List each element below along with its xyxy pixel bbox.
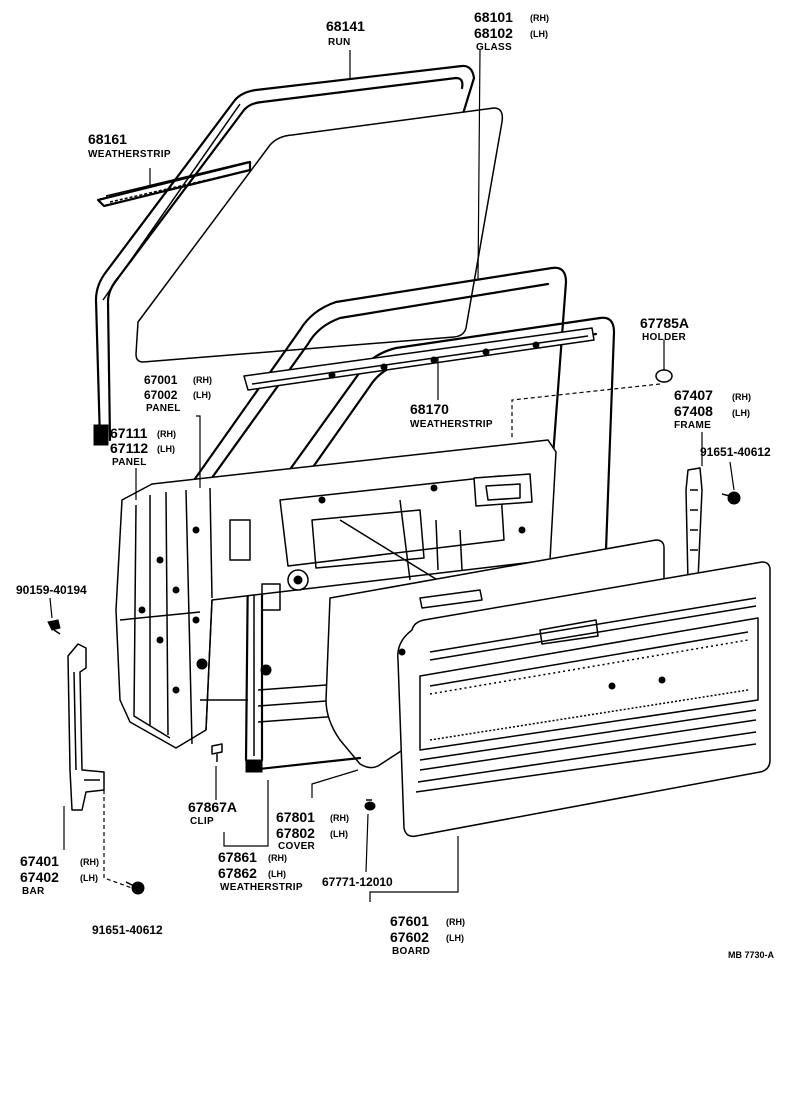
- inner-belt-weatherstrip-drawing: [243, 327, 595, 391]
- label-67407-frame: 67407 (RH) 67408 (LH) FRAME: [674, 387, 751, 431]
- part-number: 68101: [474, 9, 513, 25]
- part-number: 91651-40612: [700, 445, 771, 459]
- label-67111-panel: 67111 (RH) 67112 (LH) PANEL: [110, 425, 176, 468]
- side-lh: (LH): [530, 29, 548, 39]
- side-rh: (RH): [193, 375, 212, 385]
- leader-lines: [49, 49, 735, 902]
- part-number: 67801: [276, 809, 315, 825]
- part-name: PANEL: [146, 403, 181, 414]
- part-number: 68161: [88, 131, 127, 147]
- part-name: FRAME: [674, 420, 711, 431]
- side-rh: (RH): [530, 13, 549, 23]
- part-number: 67771-12010: [322, 875, 393, 889]
- label-67867A-clip: 67867A CLIP: [188, 799, 237, 827]
- door-bar-drawing: [67, 643, 105, 811]
- run-end-cap: [93, 424, 109, 446]
- part-number: 67402: [20, 869, 59, 885]
- outer-door-panel-drawing: [115, 439, 557, 749]
- bolt-lower-drawing: [125, 881, 145, 895]
- side-rh: (RH): [80, 857, 99, 867]
- holder-leader: [511, 383, 661, 438]
- side-rh: (RH): [732, 392, 751, 402]
- part-name: CLIP: [190, 816, 214, 827]
- side-lh: (LH): [330, 829, 348, 839]
- screw-drawing: [364, 799, 376, 811]
- bolt-upper-drawing: [721, 491, 741, 505]
- label-90159-40194: 90159-40194: [16, 583, 87, 597]
- label-91651-40612-lower: 91651-40612: [92, 923, 163, 937]
- holder-drawing: [655, 369, 673, 383]
- part-number: 67401: [20, 853, 59, 869]
- label-68161-weatherstrip: 68161 WEATHERSTRIP: [88, 131, 171, 160]
- label-68170-weatherstrip: 68170 WEATHERSTRIP: [410, 401, 493, 430]
- door-bottom-weatherstrip-drawing: [248, 756, 362, 772]
- part-number: 91651-40612: [92, 923, 163, 937]
- side-lh: (LH): [268, 869, 286, 879]
- screw-left-drawing: [47, 619, 61, 635]
- side-lh: (LH): [193, 390, 211, 400]
- label-67801-cover: 67801 (RH) 67802 (LH) COVER: [276, 809, 349, 852]
- door-trim-board-drawing: [397, 561, 771, 838]
- part-number: 90159-40194: [16, 583, 87, 597]
- part-number: 67002: [144, 388, 178, 402]
- part-name: HOLDER: [642, 332, 686, 343]
- label-67601-board: 67601 (RH) 67602 (LH) BOARD: [390, 913, 465, 957]
- part-number: 67111: [110, 425, 148, 441]
- part-name: WEATHERSTRIP: [88, 149, 171, 160]
- part-number: 67112: [110, 440, 148, 456]
- part-name: BAR: [22, 886, 45, 897]
- part-number: 67408: [674, 403, 713, 419]
- part-number: 68102: [474, 25, 513, 41]
- part-name: BOARD: [392, 946, 430, 957]
- weatherstrip-end: [245, 759, 263, 773]
- part-number: 67862: [218, 865, 257, 881]
- part-number: 67785A: [640, 315, 689, 331]
- side-lh: (LH): [732, 408, 750, 418]
- side-lh: (LH): [80, 873, 98, 883]
- part-number: 67602: [390, 929, 429, 945]
- side-rh: (RH): [268, 853, 287, 863]
- part-name: GLASS: [476, 42, 512, 53]
- part-number: 67867A: [188, 799, 237, 815]
- label-68101-glass: 68101 (RH) 68102 (LH) GLASS: [474, 9, 549, 53]
- side-rh: (RH): [446, 917, 465, 927]
- side-rh: (RH): [157, 429, 176, 439]
- part-number: 68170: [410, 401, 449, 417]
- part-name: WEATHERSTRIP: [220, 882, 303, 893]
- door-frame-bracket-drawing: [685, 467, 703, 583]
- label-91651-40612-upper: 91651-40612: [700, 445, 771, 459]
- part-number: 67861: [218, 849, 257, 865]
- label-67771-12010: 67771-12010: [322, 875, 393, 889]
- part-name: WEATHERSTRIP: [410, 419, 493, 430]
- outer-belt-weatherstrip-drawing: [96, 160, 252, 208]
- clip-drawing: [211, 743, 223, 762]
- part-name: PANEL: [112, 457, 147, 468]
- label-67785A-holder: 67785A HOLDER: [640, 315, 689, 343]
- side-rh: (RH): [330, 813, 349, 823]
- part-number: 67601: [390, 913, 429, 929]
- part-number: 67407: [674, 387, 713, 403]
- label-67001-panel: 67001 (RH) 67002 (LH) PANEL: [144, 373, 212, 414]
- part-number: 68141: [326, 18, 365, 34]
- door-glass-drawing: [135, 107, 504, 363]
- side-lh: (LH): [446, 933, 464, 943]
- figure-code: MB 7730-A: [728, 950, 775, 960]
- part-number: 67001: [144, 373, 178, 387]
- side-lh: (LH): [157, 444, 175, 454]
- glass-run-channel-drawing: [93, 64, 476, 446]
- label-67861-weatherstrip: 67861 (RH) 67862 (LH) WEATHERSTRIP: [218, 849, 303, 893]
- part-name: COVER: [278, 841, 316, 852]
- label-67401-bar: 67401 (RH) 67402 (LH) BAR: [20, 853, 99, 897]
- part-number: 67802: [276, 825, 315, 841]
- bar-bolt-leader: [103, 790, 133, 889]
- label-68141-run: 68141 RUN: [326, 18, 365, 48]
- part-name: RUN: [328, 37, 351, 48]
